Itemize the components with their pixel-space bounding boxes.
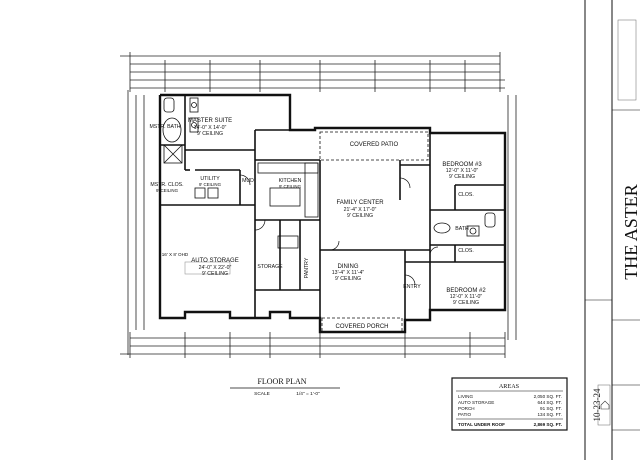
room-dining-dims: 13'-4" X 11'-4" bbox=[332, 270, 365, 276]
room-pantry-label: PANTRY bbox=[304, 257, 310, 278]
area-patio-value: 134 SQ. FT. bbox=[537, 412, 562, 417]
title-block-stamp bbox=[617, 19, 637, 101]
title-block: THE ASTER 10-23-24 bbox=[584, 0, 640, 460]
scale-value: 1/4" = 1'-0" bbox=[296, 391, 320, 397]
room-bedroom-3-label: BEDROOM #3 bbox=[442, 162, 482, 168]
covered-patio-outline bbox=[319, 131, 429, 161]
areas-heading: AREAS bbox=[499, 383, 520, 390]
room-mstr-clos-ceiling: 9' CEILING bbox=[156, 188, 179, 193]
door-swings bbox=[239, 174, 439, 286]
bottom-dimension-ticks bbox=[129, 332, 506, 358]
covered-porch-outline bbox=[321, 317, 403, 333]
room-master-suite-ceiling: 9' CEILING bbox=[197, 131, 223, 137]
plan-title: FLOOR PLAN bbox=[257, 377, 306, 386]
room-dining-label: DINING bbox=[338, 264, 359, 270]
room-covered-porch-label: COVERED PORCH bbox=[335, 324, 388, 330]
room-dining-ceiling: 9' CEILING bbox=[335, 276, 361, 282]
area-auto-storage-label: AUTO STORAGE bbox=[458, 400, 494, 405]
area-total-value: 2,869 SQ. FT. bbox=[534, 422, 562, 427]
room-mstr-bath-label: MSTR. BATH bbox=[149, 124, 180, 130]
room-entry-label: ENTRY bbox=[403, 284, 421, 290]
room-bedroom-2-label: BEDROOM #2 bbox=[446, 288, 486, 294]
room-bath-label: BATH bbox=[455, 226, 469, 232]
room-bedroom-3-ceiling: 9' CEILING bbox=[449, 174, 475, 180]
room-utility-label: UTILITY bbox=[200, 176, 220, 182]
area-porch-label: PORCH bbox=[458, 406, 475, 411]
room-covered-patio-label: COVERED PATIO bbox=[350, 142, 399, 148]
room-master-suite-label: MASTER SUITE bbox=[188, 118, 232, 124]
room-auto-storage-ceiling: 9' CEILING bbox=[202, 271, 228, 277]
utility-appliances bbox=[194, 187, 219, 199]
room-mud-label: MUD bbox=[242, 178, 254, 184]
room-kitchen-ceiling: 9' CEILING bbox=[279, 184, 302, 189]
area-total-label: TOTAL UNDER ROOF bbox=[458, 422, 505, 427]
room-storage-label: STORAGE bbox=[257, 264, 283, 270]
title-block-date: 10-23-24 bbox=[592, 388, 602, 421]
areas-table: AREAS LIVING 2,050 SQ. FT. AUTO STORAGE … bbox=[451, 377, 568, 431]
room-bedroom-3-dims: 12'-0" X 11'-0" bbox=[446, 168, 479, 174]
bottom-dimension-lines bbox=[120, 337, 505, 355]
room-mstr-clos-label: MSTR. CLOS. bbox=[150, 182, 183, 188]
garage-hatch bbox=[184, 261, 231, 275]
room-labels: MSTR. BATH MASTER SUITE 14'-0" X 14'-0" … bbox=[149, 118, 486, 330]
room-kitchen-label: KITCHEN bbox=[279, 178, 302, 184]
room-family-center-dims: 21'-4" X 17'-0" bbox=[344, 207, 377, 213]
title-block-name: THE ASTER bbox=[621, 184, 640, 280]
room-bedroom-2-dims: 12'-0" X 11'-0" bbox=[450, 294, 483, 300]
designer-stamp bbox=[597, 384, 611, 426]
kitchen-casework bbox=[257, 162, 319, 249]
top-dimension-lines bbox=[120, 55, 505, 89]
room-clos-2-label: CLOS. bbox=[458, 248, 474, 254]
area-living-label: LIVING bbox=[458, 394, 473, 399]
house-logo-icon bbox=[600, 400, 610, 410]
room-family-center-ceiling: 9' CEILING bbox=[347, 213, 373, 219]
room-bedroom-2-ceiling: 9' CEILING bbox=[453, 300, 479, 306]
area-patio-label: PATIO bbox=[458, 412, 472, 417]
room-auto-storage-dims: 24'-0" X 22'-0" bbox=[199, 265, 232, 271]
top-dimension-ticks bbox=[129, 52, 501, 92]
plumbing-fixtures bbox=[162, 97, 496, 237]
area-living-value: 2,050 SQ. FT. bbox=[534, 394, 562, 399]
side-dimension-lines bbox=[127, 90, 517, 355]
area-auto-storage-value: 644 SQ. FT. bbox=[537, 400, 562, 405]
room-clos-3-label: CLOS. bbox=[458, 192, 474, 198]
interior-walls bbox=[160, 95, 505, 332]
area-porch-value: 91 SQ. FT. bbox=[540, 406, 562, 411]
garage-door-label: 16' X 8' OHD bbox=[162, 252, 189, 257]
scale-label: SCALE bbox=[254, 391, 270, 397]
room-utility-ceiling: 9' CEILING bbox=[199, 182, 222, 187]
room-auto-storage-label: AUTO STORAGE bbox=[191, 258, 238, 264]
room-master-suite-dims: 14'-0" X 14'-0" bbox=[194, 125, 227, 131]
room-family-center-label: FAMILY CENTER bbox=[336, 200, 384, 206]
